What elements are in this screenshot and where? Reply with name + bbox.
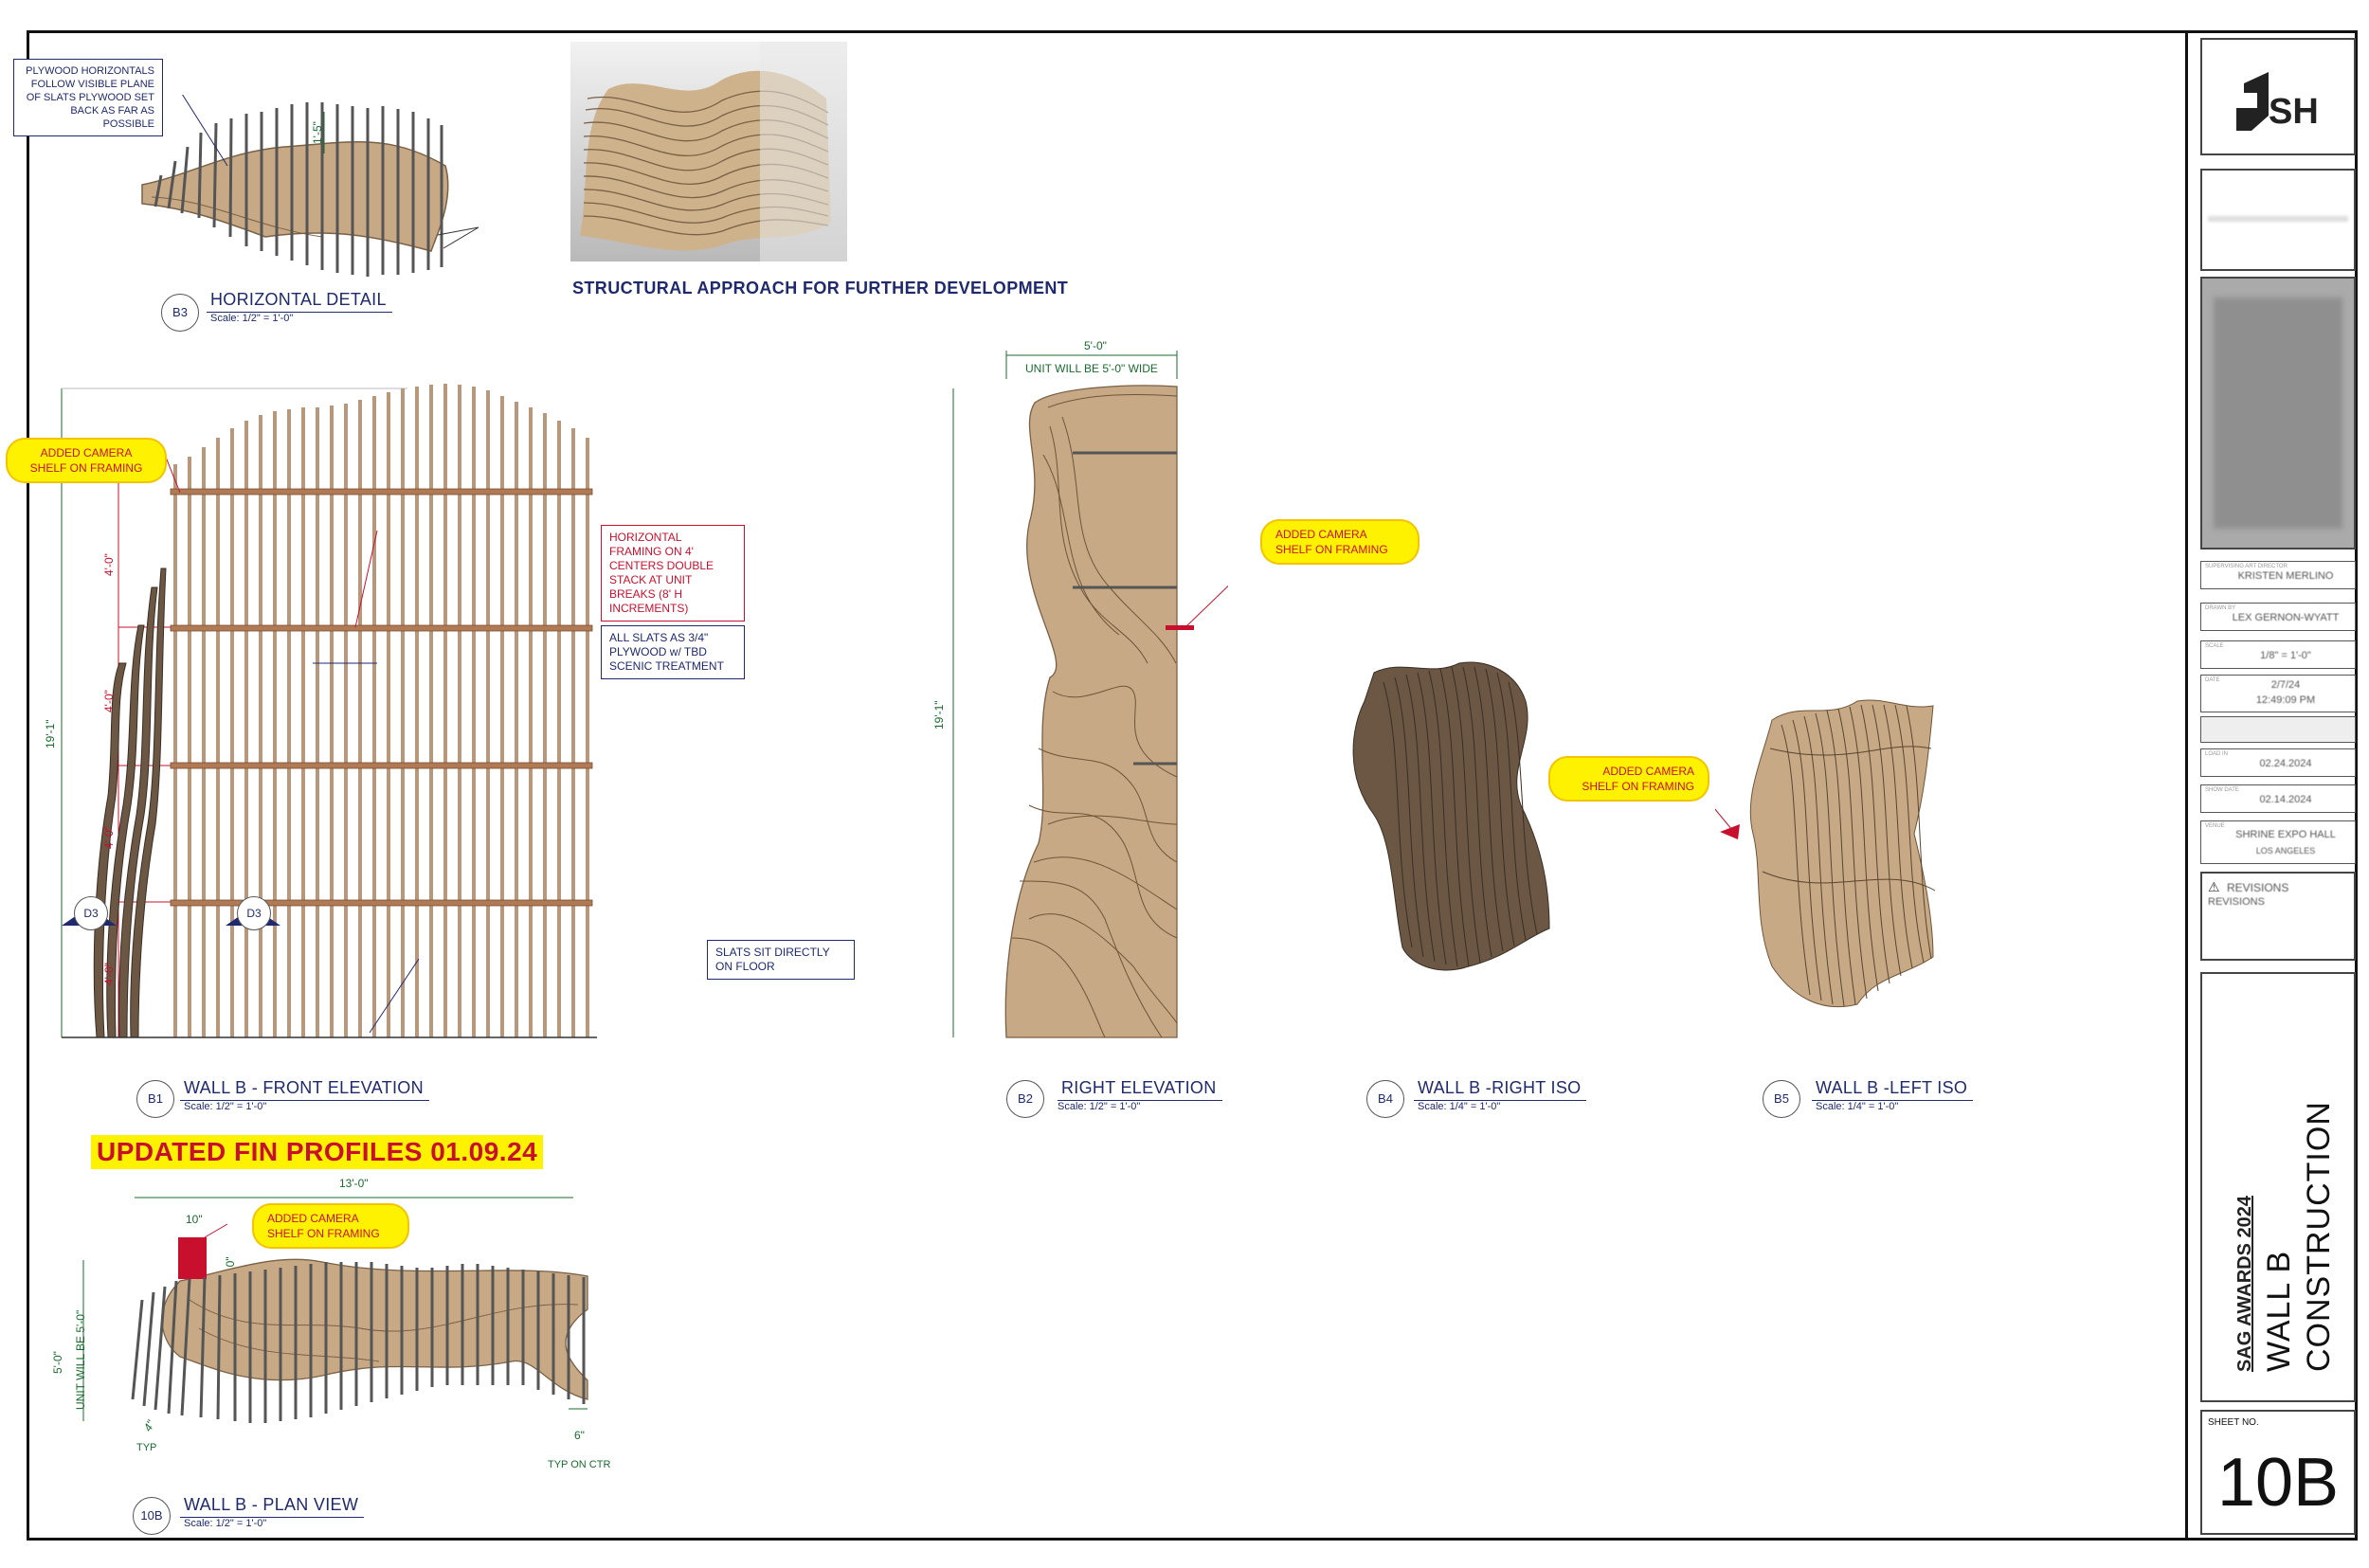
section-marker-d3-left: D3 xyxy=(74,896,108,930)
b5-camera-shelf-callout: ADDED CAMERA SHELF ON FRAMING xyxy=(1550,758,1708,800)
art-director-field: SUPERVISING ART DIRECTOR KRISTEN MERLINO xyxy=(2200,561,2356,589)
drawn-by-value: LEX GERNON-WYATT xyxy=(2232,612,2340,623)
title-block-logo-box: SH xyxy=(2200,38,2356,155)
b2-view-scale: Scale: 1/2" = 1'-0" xyxy=(1058,1101,1141,1112)
right-elevation-drawing xyxy=(952,351,1228,1038)
plan-shelf-width-dim: 10" xyxy=(186,1213,203,1226)
warning-icon: ⚠ xyxy=(2208,879,2220,894)
b2-camera-shelf-callout: ADDED CAMERA SHELF ON FRAMING xyxy=(1262,521,1418,563)
b1-slats-note: ALL SLATS AS 3/4" PLYWOOD w/ TBD SCENIC … xyxy=(601,625,745,679)
b3-plywood-note: PLYWOOD HORIZONTALS FOLLOW VISIBLE PLANE… xyxy=(13,59,163,136)
check-field xyxy=(2200,716,2356,743)
revisions-title: REVISIONS xyxy=(2227,881,2289,894)
date-value: 2/7/24 xyxy=(2270,679,2301,691)
b1-floor-note: SLATS SIT DIRECTLY ON FLOOR xyxy=(707,940,855,980)
b1-camera-shelf-callout: ADDED CAMERA SHELF ON FRAMING xyxy=(8,440,165,481)
plan-view-title: WALL B - PLAN VIEW xyxy=(179,1495,365,1518)
section-marker-d3-right: D3 xyxy=(237,896,271,930)
b2-height-dim: 19'-1" xyxy=(932,700,946,730)
revisions-subtitle: REVISIONS xyxy=(2208,896,2265,908)
sheet-title-line-2: CONSTRUCTION xyxy=(2301,1101,2337,1372)
scale-value: 1/8" = 1'-0" xyxy=(2260,650,2311,661)
b4-view-title: WALL B -RIGHT ISO xyxy=(1413,1078,1587,1101)
b4-view-tag: B4 xyxy=(1366,1080,1404,1118)
drawn-by-field: DRAWN BY LEX GERNON-WYATT xyxy=(2200,603,2356,631)
b1-view-title: WALL B - FRONT ELEVATION xyxy=(180,1078,429,1101)
sheet-number-label: SHEET NO. xyxy=(2208,1417,2259,1428)
art-director-label: SUPERVISING ART DIRECTOR xyxy=(2205,564,2288,569)
b1-view-tag: B1 xyxy=(136,1080,174,1118)
b1-horizontal-framing-note: HORIZONTAL FRAMING ON 4' CENTERS DOUBLE … xyxy=(601,525,745,622)
load-in-label: LOAD IN xyxy=(2205,751,2229,757)
b3-view-tag: B3 xyxy=(161,294,199,332)
project-name: SAG AWARDS 2024 xyxy=(2234,1196,2255,1372)
scale-field: SCALE 1/8" = 1'-0" xyxy=(2200,640,2356,669)
title-block-firm-box xyxy=(2200,169,2356,271)
b2-view-title: RIGHT ELEVATION xyxy=(1058,1078,1222,1101)
b1-spacing-dim-4: 4'-0" xyxy=(102,963,116,985)
b2-width-note: UNIT WILL BE 5'-0" WIDE xyxy=(1025,362,1158,375)
horizontal-detail-drawing xyxy=(141,95,479,277)
venue-line-1: SHRINE EXPO HALL xyxy=(2235,829,2336,840)
right-iso-drawing xyxy=(1352,661,1550,971)
b5-view-title: WALL B -LEFT ISO xyxy=(1811,1078,1974,1101)
updated-profiles-banner: UPDATED FIN PROFILES 01.09.24 xyxy=(91,1135,544,1169)
b5-view-scale: Scale: 1/4" = 1'-0" xyxy=(1816,1101,1899,1112)
b3-height-dim: 1'-5" xyxy=(311,121,324,144)
b4-view-scale: Scale: 1/4" = 1'-0" xyxy=(1418,1101,1501,1112)
plan-depth-dim: 5'-0" xyxy=(51,1351,64,1374)
plan-view-scale: Scale: 1/2" = 1'-0" xyxy=(184,1518,267,1529)
show-date-value: 02.14.2024 xyxy=(2259,794,2312,805)
sheet-border xyxy=(27,30,2358,1541)
date-label: DATE xyxy=(2205,677,2220,683)
b3-view-scale: Scale: 1/2" = 1'-0" xyxy=(210,313,294,324)
b2-view-tag: B2 xyxy=(1006,1080,1044,1118)
plan-view-tag: 10B xyxy=(133,1497,171,1535)
art-director-value: KRISTEN MERLINO xyxy=(2237,570,2334,582)
b2-width-dim: 5'-0" xyxy=(1084,339,1107,352)
show-date-label: SHOW DATE xyxy=(2205,787,2239,793)
revisions-box: ⚠ REVISIONS REVISIONS xyxy=(2200,872,2356,961)
plan-depth-note: UNIT WILL BE 5'-0" xyxy=(74,1309,87,1410)
scale-label: SCALE xyxy=(2205,643,2224,649)
title-block-divider xyxy=(2185,30,2188,1541)
plan-six-dim: 6" xyxy=(574,1429,585,1442)
drawn-by-label: DRAWN BY xyxy=(2205,605,2236,611)
b3-view-title: HORIZONTAL DETAIL xyxy=(207,290,392,313)
b1-view-scale: Scale: 1/2" = 1'-0" xyxy=(184,1101,267,1112)
venue-field: VENUE SHRINE EXPO HALL LOS ANGELES xyxy=(2200,820,2356,864)
load-in-field: LOAD IN 02.24.2024 xyxy=(2200,748,2356,777)
title-block-stamp-box xyxy=(2200,277,2356,550)
plan-width-dim: 13'-0" xyxy=(339,1177,369,1190)
show-date-field: SHOW DATE 02.14.2024 xyxy=(2200,784,2356,813)
venue-line-2: LOS ANGELES xyxy=(2255,846,2316,856)
plan-camera-shelf-callout: ADDED CAMERA SHELF ON FRAMING xyxy=(254,1205,407,1247)
time-value: 12:49:09 PM xyxy=(2255,694,2316,706)
b1-spacing-dim-2: 4'-0" xyxy=(102,690,116,712)
structural-approach-render xyxy=(570,42,847,261)
b5-view-tag: B5 xyxy=(1763,1080,1800,1118)
structural-approach-caption: STRUCTURAL APPROACH FOR FURTHER DEVELOPM… xyxy=(572,279,1069,297)
load-in-value: 02.24.2024 xyxy=(2259,758,2312,769)
b1-spacing-dim-3: 4'-0" xyxy=(102,826,116,849)
sheet-title-box: SAG AWARDS 2024 WALL B CONSTRUCTION xyxy=(2200,972,2356,1402)
sheet-number-box: SHEET NO. 10B xyxy=(2200,1410,2356,1535)
b1-spacing-dim-1: 4'-0" xyxy=(102,553,116,576)
left-iso-drawing xyxy=(1715,699,1936,1008)
front-elevation-drawing xyxy=(61,384,597,1038)
sheet-title-line-1: WALL B xyxy=(2261,1250,2297,1372)
plan-view-drawing xyxy=(82,1197,588,1423)
logo-text: SH xyxy=(2269,92,2319,132)
plan-typ-label: TYP xyxy=(136,1442,157,1453)
date-field: DATE 2/7/24 12:49:09 PM xyxy=(2200,675,2356,712)
sheet-number: 10B xyxy=(2216,1445,2340,1521)
sh-logo: SH xyxy=(2236,72,2319,132)
plan-typ-on-ctr: TYP ON CTR xyxy=(548,1459,611,1470)
b1-height-dim: 19'-1" xyxy=(44,719,57,748)
venue-label: VENUE xyxy=(2205,823,2225,829)
